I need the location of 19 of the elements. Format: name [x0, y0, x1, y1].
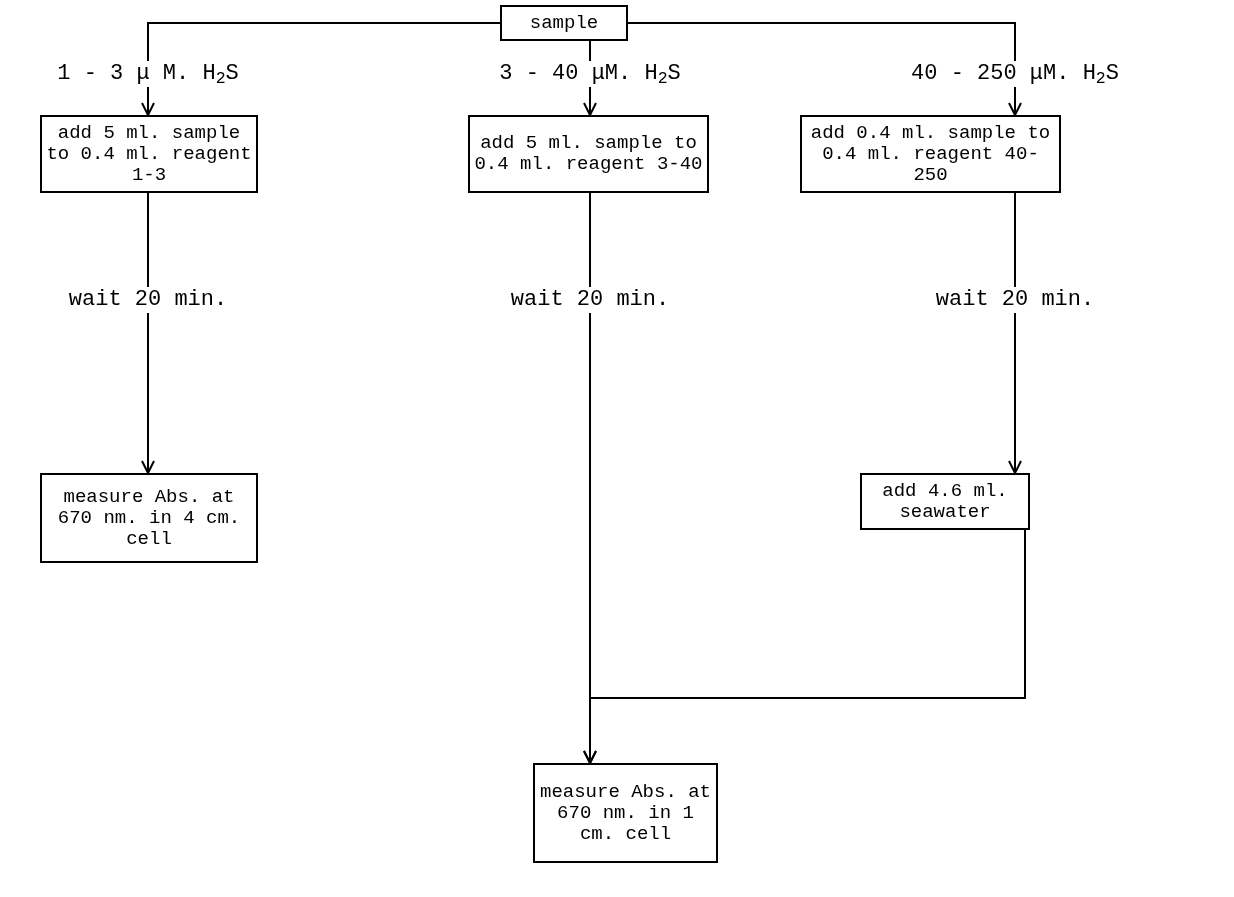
- process-box: [40, 473, 258, 563]
- step-text: measure Abs. at 670 nm. in 4 cm. cell: [56, 486, 242, 550]
- step-text: add 5 ml. sample to 0.4 ml. reagent 1-3: [46, 122, 252, 186]
- process-box: [500, 5, 628, 41]
- process-box: [533, 763, 718, 863]
- arrow: [627, 22, 1022, 116]
- arrow: [141, 22, 501, 116]
- step-text: add 5 ml. sample to 0.4 ml. reagent 3-40: [474, 133, 703, 175]
- process-box: [860, 473, 1030, 530]
- step-text: measure Abs. at 670 nm. in 1 cm. cell: [539, 781, 712, 845]
- process-box: [800, 115, 1061, 193]
- arrow: [1008, 192, 1022, 474]
- arrow: [141, 192, 155, 474]
- step-text: add 0.4 ml. sample to 0.4 ml. reagent 40-250: [809, 122, 1052, 186]
- process-box: [40, 115, 258, 193]
- process-box: [468, 115, 709, 193]
- step-text: add 4.6 ml. seawater: [881, 480, 1009, 523]
- arrow: [583, 529, 1026, 764]
- step-text: sample: [529, 12, 599, 34]
